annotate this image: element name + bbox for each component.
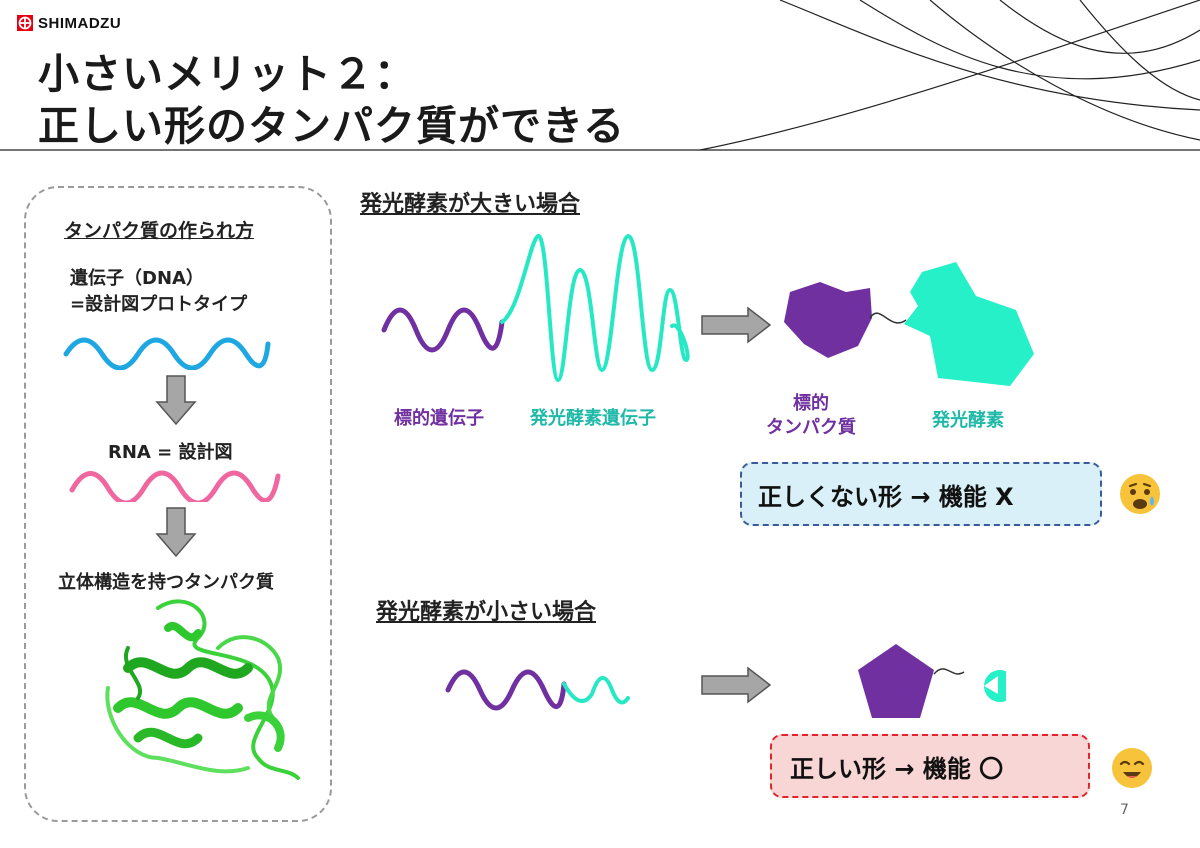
correct-fusion-protein <box>858 644 1006 718</box>
logo-text: SHIMADZU <box>38 14 122 32</box>
gene-label-line-2: =設計図プロトタイプ <box>70 294 248 315</box>
decorative-curves <box>0 0 1200 151</box>
misfolded-fusion-protein <box>784 262 1034 386</box>
dna-wave <box>63 337 271 370</box>
slide-title: 小さいメリット２： 正しい形のタンパク質ができる <box>38 48 625 152</box>
incorrect-shape-text: 正しくない形 → 機能 X <box>758 482 1014 511</box>
rna-wave <box>69 470 281 502</box>
shimadzu-logo: SHIMADZU <box>16 14 121 32</box>
down-arrow-2 <box>155 507 197 558</box>
correct-shape-result: 正しい形 → 機能 〇 <box>770 734 1090 798</box>
large-case-title: 発光酵素が大きい場合 <box>360 192 581 217</box>
large-case-gene-wave <box>381 233 690 383</box>
rna-label: RNA = 設計図 <box>108 442 233 463</box>
small-case-gene-wave <box>445 669 630 711</box>
right-arrow-large-case <box>701 306 772 344</box>
correct-shape-text: 正しい形 → 機能 〇 <box>790 754 1004 783</box>
luciferase-gene-label: 発光酵素遺伝子 <box>530 408 656 429</box>
panel-heading: タンパク質の作られ方 <box>64 220 255 242</box>
down-arrow-1 <box>155 375 197 426</box>
target-protein-label-line-2: タンパク質 <box>766 417 856 438</box>
gene-label-line-1: 遺伝子（DNA） <box>70 268 204 289</box>
luciferase-label: 発光酵素 <box>932 410 1004 431</box>
relieved-face-icon <box>1112 748 1152 788</box>
small-case-title: 発光酵素が小さい場合 <box>376 600 597 625</box>
incorrect-shape-result: 正しくない形 → 機能 X <box>740 462 1102 526</box>
protein-synthesis-panel <box>24 186 332 822</box>
gene-label: 遺伝子（DNA） =設計図プロトタイプ <box>70 266 247 318</box>
page-number: 7 <box>1120 802 1129 818</box>
protein-label: 立体構造を持つタンパク質 <box>58 572 274 593</box>
title-line-2: 正しい形のタンパク質ができる <box>38 102 626 150</box>
protein-structure-image <box>105 599 300 780</box>
shimadzu-logo-icon <box>17 15 33 31</box>
worried-face-icon <box>1120 474 1160 514</box>
target-gene-label: 標的遺伝子 <box>394 408 484 429</box>
target-protein-label-line-1: 標的 <box>793 393 829 414</box>
right-arrow-small-case <box>701 666 772 704</box>
target-protein-label: 標的 タンパク質 <box>766 392 856 440</box>
title-line-1: 小さいメリット２： <box>38 50 416 98</box>
